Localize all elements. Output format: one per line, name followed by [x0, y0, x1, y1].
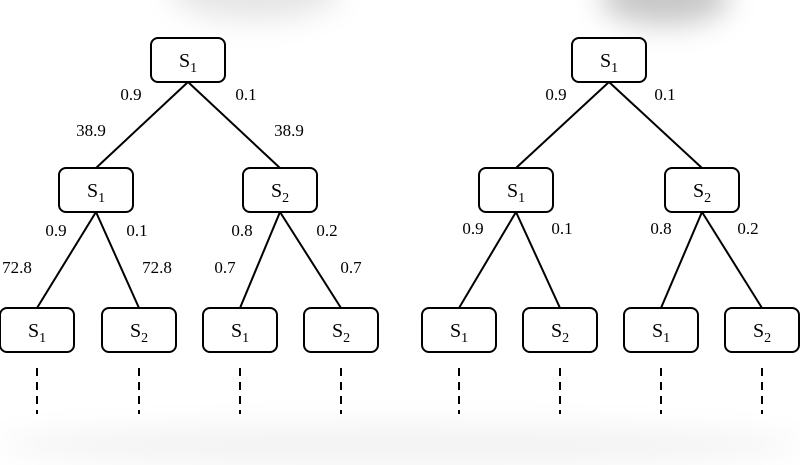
tree-edge [515, 211, 561, 309]
state-node-label: S2 [753, 320, 771, 346]
state-node-box [724, 307, 800, 353]
state-node-l2a: S1 [421, 307, 497, 353]
tree-edge [660, 211, 703, 309]
state-node-root: S1 [571, 37, 647, 83]
edge-probability-label: 0.9 [462, 219, 483, 238]
tree-edge [701, 211, 763, 309]
state-node-box [421, 307, 497, 353]
edge-probability-label: 0.1 [235, 85, 256, 104]
state-node-box [242, 167, 318, 213]
state-node-label: S1 [231, 320, 249, 346]
state-node-label: S1 [179, 50, 197, 76]
state-node-l2c: S1 [623, 307, 699, 353]
state-node-l2d: S2 [724, 307, 800, 353]
state-node-l1b: S2 [242, 167, 318, 213]
state-node-l2c: S1 [202, 307, 278, 353]
state-node-box [522, 307, 598, 353]
edge-probability-label: 0.8 [231, 221, 252, 240]
state-node-box [101, 307, 177, 353]
edge-value-label: 38.9 [76, 121, 106, 140]
state-node-label: S2 [332, 320, 350, 346]
state-node-label: S2 [130, 320, 148, 346]
edge-probability-label: 0.2 [737, 219, 758, 238]
tree-edge [239, 211, 281, 309]
tree-edge [515, 81, 610, 169]
tree-edge [458, 211, 517, 309]
state-node-box [303, 307, 379, 353]
edge-probability-label: 0.8 [650, 219, 671, 238]
state-node-label: S1 [600, 50, 618, 76]
edge-value-label: 72.8 [2, 258, 32, 277]
state-node-box [0, 307, 75, 353]
state-node-l1a: S1 [478, 167, 554, 213]
state-node-box [58, 167, 134, 213]
tree-1: 0.938.90.138.90.972.80.172.80.80.70.20.7… [0, 37, 379, 414]
state-node-root: S1 [150, 37, 226, 83]
state-node-l2a: S1 [0, 307, 75, 353]
state-node-l1b: S2 [664, 167, 740, 213]
state-node-l2b: S2 [522, 307, 598, 353]
tree-edge [95, 211, 140, 309]
tree-edge [279, 211, 342, 309]
edge-value-label: 38.9 [274, 121, 304, 140]
state-node-box [478, 167, 554, 213]
edge-value-label: 0.7 [340, 258, 362, 277]
state-node-label: S1 [652, 320, 670, 346]
tree-edge [95, 81, 189, 169]
edge-probability-label: 0.1 [551, 219, 572, 238]
state-node-label: S2 [271, 180, 289, 206]
state-node-box [202, 307, 278, 353]
probability-tree-diagrams: 0.938.90.138.90.972.80.172.80.80.70.20.7… [0, 37, 800, 414]
edge-probability-label: 0.1 [654, 85, 675, 104]
state-node-label: S1 [87, 180, 105, 206]
state-node-box [664, 167, 740, 213]
state-node-label: S1 [507, 180, 525, 206]
state-node-label: S2 [551, 320, 569, 346]
state-node-l2d: S2 [303, 307, 379, 353]
state-node-box [623, 307, 699, 353]
edge-probability-label: 0.9 [545, 85, 566, 104]
state-node-box [150, 37, 226, 83]
edge-probability-label: 0.9 [45, 221, 66, 240]
edge-value-label: 72.8 [142, 258, 172, 277]
state-node-label: S1 [450, 320, 468, 346]
edge-value-label: 0.7 [214, 258, 236, 277]
tree-edge [608, 81, 703, 169]
state-node-label: S1 [28, 320, 46, 346]
edge-probability-label: 0.1 [126, 221, 147, 240]
state-node-l1a: S1 [58, 167, 134, 213]
edge-probability-label: 0.9 [120, 85, 141, 104]
tree-edge [36, 211, 97, 309]
tree-edge [187, 81, 281, 169]
state-node-label: S2 [693, 180, 711, 206]
state-node-l2b: S2 [101, 307, 177, 353]
state-node-box [571, 37, 647, 83]
edge-probability-label: 0.2 [316, 221, 337, 240]
